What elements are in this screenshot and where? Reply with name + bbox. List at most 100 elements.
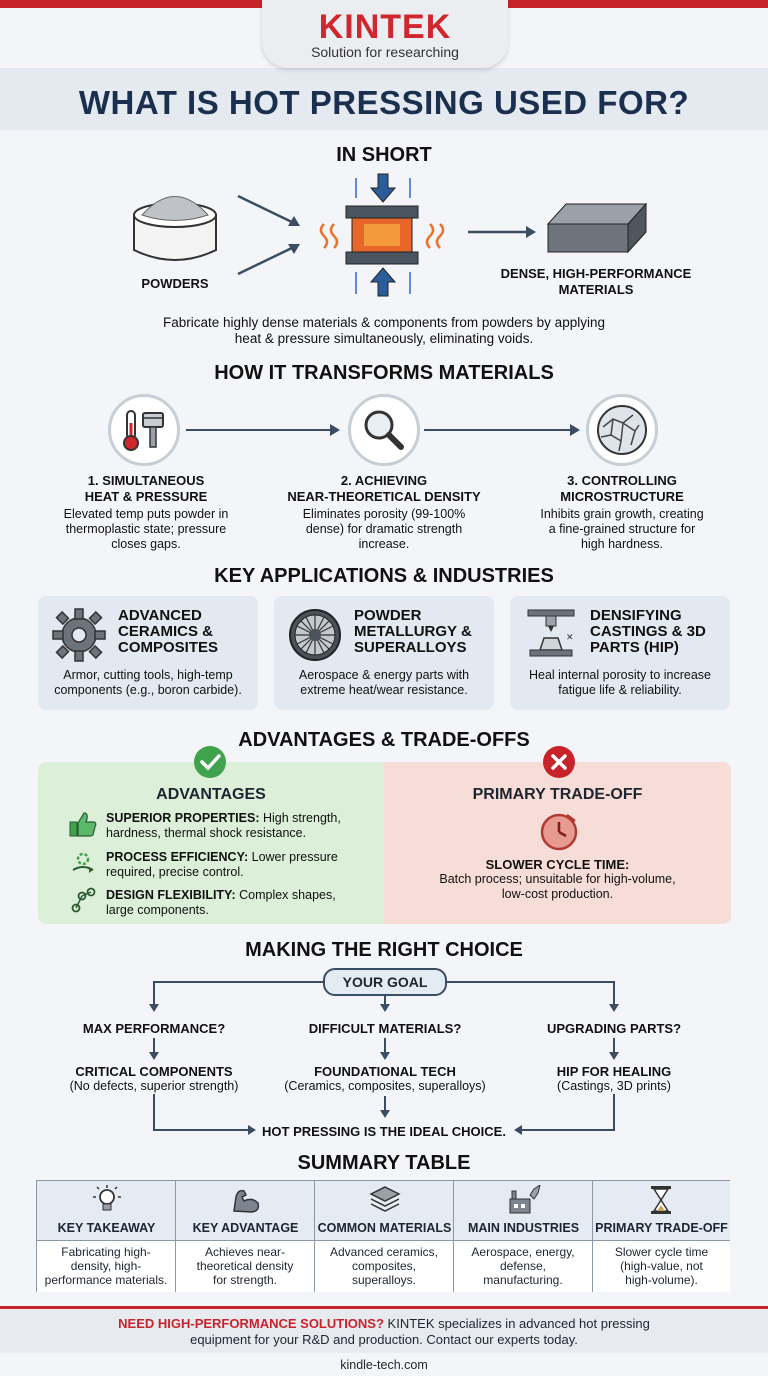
tradeoff-label: SLOWER CYCLE TIME: — [485, 857, 630, 872]
step-2-desc-3: increase. — [358, 537, 410, 551]
in-short-diagram — [133, 173, 648, 297]
app-1-title-1: ADVANCED — [118, 607, 202, 624]
adv-2-line-2: required, precise control. — [106, 865, 244, 879]
brand-name: KINTEK — [318, 8, 452, 46]
step-3-desc-3: high hardness. — [580, 537, 663, 551]
svg-text:✕: ✕ — [566, 633, 574, 643]
tradeoffs-heading: ADVANTAGES & TRADE-OFFS — [238, 729, 530, 751]
your-goal-box: YOUR GOAL — [323, 968, 447, 996]
footer-cta[interactable]: NEED HIGH-PERFORMANCE SOLUTIONS? KINTEK … — [0, 1309, 768, 1353]
brand-logo[interactable]: KINTEK Solution for researching — [262, 0, 508, 68]
title-band — [0, 68, 768, 130]
in-short-desc-1: Fabricate highly dense materials & compo… — [163, 315, 605, 330]
site-link[interactable]: kindle-tech.com — [0, 1355, 768, 1376]
adv-2-text: Lower pressure — [248, 850, 338, 864]
app-2-desc-1: Aerospace & energy parts with — [298, 668, 470, 682]
adv-1-line-1: SUPERIOR PROPERTIES: High strength, — [106, 811, 376, 826]
col-2-line-1: Achieves near- — [204, 1245, 286, 1259]
col-1-cell: Fabricating high- density, high- perform… — [37, 1241, 176, 1292]
col-1-title: KEY TAKEAWAY — [57, 1221, 156, 1235]
layers-icon — [369, 1186, 401, 1212]
grain-structure-icon — [586, 394, 658, 466]
col-4-cell: Aerospace, energy, defense, manufacturin… — [454, 1241, 593, 1292]
col-3-line-2: composites, — [351, 1259, 417, 1273]
app-1-desc-1: Armor, cutting tools, high-temp — [63, 668, 233, 682]
step-1-title-1: 1. SIMULTANEOUS — [87, 473, 205, 488]
app-3-title-2: CASTINGS & 3D — [590, 623, 706, 640]
adv-3-line-1: DESIGN FLEXIBILITY: Complex shapes, — [106, 888, 376, 903]
col-3-title: COMMON MATERIALS — [317, 1221, 452, 1235]
factory-rocket-icon — [509, 1185, 541, 1214]
clock-icon — [540, 813, 578, 851]
branch-2-note: (Ceramics, composites, superalloys) — [284, 1079, 486, 1093]
cta-rest: KINTEK specializes in advanced hot press… — [383, 1316, 650, 1331]
app-card-hip: ✕ DENSIFYING CASTINGS & 3D PARTS (HIP) H… — [510, 596, 730, 710]
col-5-title: PRIMARY TRADE-OFF — [595, 1221, 728, 1235]
step-2-title-1: 2. ACHIEVING — [340, 473, 428, 488]
lightbulb-icon — [93, 1185, 121, 1211]
tradeoff-desc-1: Batch process; unsuitable for high-volum… — [439, 872, 676, 886]
hot-press-icon — [319, 173, 445, 297]
col-3-line-1: Advanced ceramics, — [329, 1245, 439, 1259]
branch-3-question: UPGRADING PARTS? — [546, 1021, 682, 1036]
adv-2-line-1: PROCESS EFFICIENCY: Lower pressure — [106, 850, 376, 865]
choice-conclusion: HOT PRESSING IS THE IDEAL CHOICE. — [262, 1124, 506, 1139]
in-short-heading: IN SHORT — [336, 144, 432, 166]
col-4-line-3: manufacturing. — [483, 1273, 563, 1287]
brand-tagline: Solution for researching — [311, 44, 459, 60]
dense-block-icon — [546, 202, 648, 254]
tradeoff-desc-2: low-cost production. — [501, 887, 614, 901]
col-4-title: MAIN INDUSTRIES — [467, 1221, 580, 1235]
bicep-icon — [233, 1189, 260, 1213]
step-1-desc-2: thermoplastic state; pressure — [65, 522, 227, 536]
output-label-1: DENSE, HIGH-PERFORMANCE — [500, 266, 692, 281]
col-2-header: KEY ADVANTAGE — [176, 1181, 315, 1241]
branch-2-answer: FOUNDATIONAL TECH — [314, 1064, 456, 1079]
hourglass-icon — [651, 1186, 671, 1214]
app-2-title-2: METALLURGY & — [354, 623, 472, 640]
summary-heading: SUMMARY TABLE — [297, 1152, 471, 1174]
col-4-line-1: Aerospace, energy, — [471, 1245, 575, 1259]
col-3-header: COMMON MATERIALS — [315, 1181, 454, 1241]
step-3-desc-1: Inhibits grain growth, creating — [540, 507, 704, 521]
col-5-cell: Slower cycle time (high-value, not high-… — [593, 1241, 730, 1292]
advantages-panel — [38, 762, 384, 924]
powders-label: POWDERS — [141, 276, 209, 291]
3d-printer-icon: ✕ — [527, 609, 575, 657]
app-card-ceramics: ADVANCED CERAMICS & COMPOSITES Armor, cu… — [38, 596, 258, 710]
col-5-header: PRIMARY TRADE-OFF — [593, 1181, 730, 1241]
step-2-desc-2: dense) for dramatic strength — [305, 522, 463, 536]
site-url[interactable]: kindle-tech.com — [340, 1358, 428, 1372]
tradeoff-heading: PRIMARY TRADE-OFF — [472, 786, 643, 803]
adv-3-line-2: large components. — [106, 903, 209, 917]
col-3-line-3: superalloys. — [351, 1273, 417, 1287]
app-card-metallurgy: POWDER METALLURGY & SUPERALLOYS Aerospac… — [274, 596, 494, 710]
col-1-line-2: density, high- — [70, 1259, 142, 1273]
cta-line-2: equipment for your R&D and production. C… — [190, 1332, 578, 1347]
app-1-title-3: COMPOSITES — [118, 639, 219, 656]
col-2-title: KEY ADVANTAGE — [192, 1221, 299, 1235]
thumbs-up-icon — [69, 812, 97, 837]
your-goal-label: YOUR GOAL — [342, 974, 428, 990]
gear-icon — [52, 608, 106, 662]
thermometer-piston-icon — [108, 394, 180, 466]
app-3-title-3: PARTS (HIP) — [590, 639, 679, 656]
app-2-title-1: POWDER — [354, 607, 422, 624]
col-4-header: MAIN INDUSTRIES — [454, 1181, 593, 1241]
app-1-desc-2: components (e.g., boron carbide). — [54, 683, 242, 697]
advantages-heading: ADVANTAGES — [156, 786, 266, 803]
cta-line-1: NEED HIGH-PERFORMANCE SOLUTIONS? KINTEK … — [0, 1316, 768, 1331]
applications-heading: KEY APPLICATIONS & INDUSTRIES — [214, 565, 554, 587]
adv-3-text: Complex shapes, — [235, 888, 336, 902]
col-5-line-1: Slower cycle time — [614, 1245, 709, 1259]
powder-bowl-icon — [133, 196, 217, 261]
app-2-desc-2: extreme heat/wear resistance. — [300, 683, 468, 697]
branch-3-note: (Castings, 3D prints) — [557, 1079, 671, 1093]
branch-1-question: MAX PERFORMANCE? — [82, 1021, 226, 1036]
arrow-in-top — [237, 194, 297, 226]
step-1-title-2: HEAT & PRESSURE — [84, 489, 208, 504]
step-3-title-1: 3. CONTROLLING — [567, 473, 677, 488]
app-2-title-3: SUPERALLOYS — [354, 639, 467, 656]
cta-strong: NEED HIGH-PERFORMANCE SOLUTIONS? — [118, 1316, 384, 1331]
adv-3-label: DESIGN FLEXIBILITY: — [106, 888, 236, 902]
